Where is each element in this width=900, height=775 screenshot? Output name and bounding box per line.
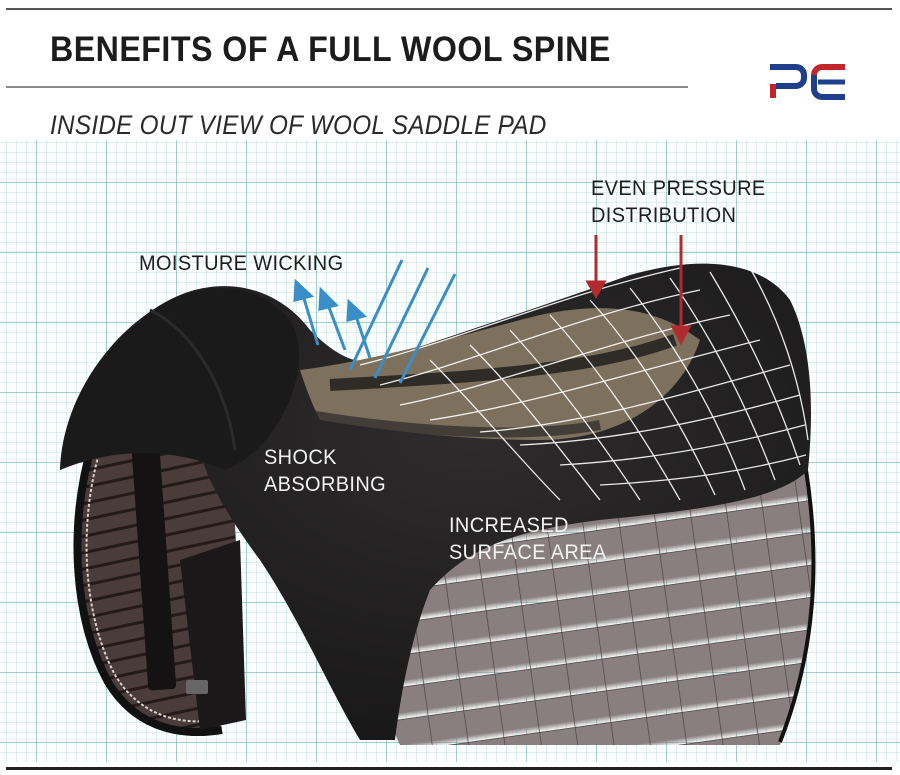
callout-surface-line2: SURFACE AREA [449,541,607,564]
callout-surface-line1: INCREASED [449,514,569,537]
pressure-mesh [359,267,809,501]
pe-logo-icon [766,58,850,102]
pad-fleece-roll [60,288,300,470]
callout-shock-line1: SHOCK [264,446,337,469]
page-title: BENEFITS OF A FULL WOOL SPINE [50,30,611,69]
bottom-divider [6,767,892,770]
saddle-pad-illustration [60,235,816,745]
callout-pressure-line1: EVEN PRESSURE [591,177,766,200]
pressure-arrows [585,235,692,346]
page-subtitle: INSIDE OUT VIEW OF WOOL SADDLE PAD [50,110,547,140]
pad-flap-left [73,430,246,736]
callout-pressure-line2: DISTRIBUTION [591,204,737,227]
grid-background: MOISTURE WICKING EVEN PRESSURE DISTRIBUT… [0,140,900,762]
moisture-arrows [293,259,457,384]
title-underline [6,86,688,88]
callout-moisture-wicking: MOISTURE WICKING [139,252,344,275]
top-divider [6,8,892,10]
callout-shock-line2: ABSORBING [264,473,387,496]
